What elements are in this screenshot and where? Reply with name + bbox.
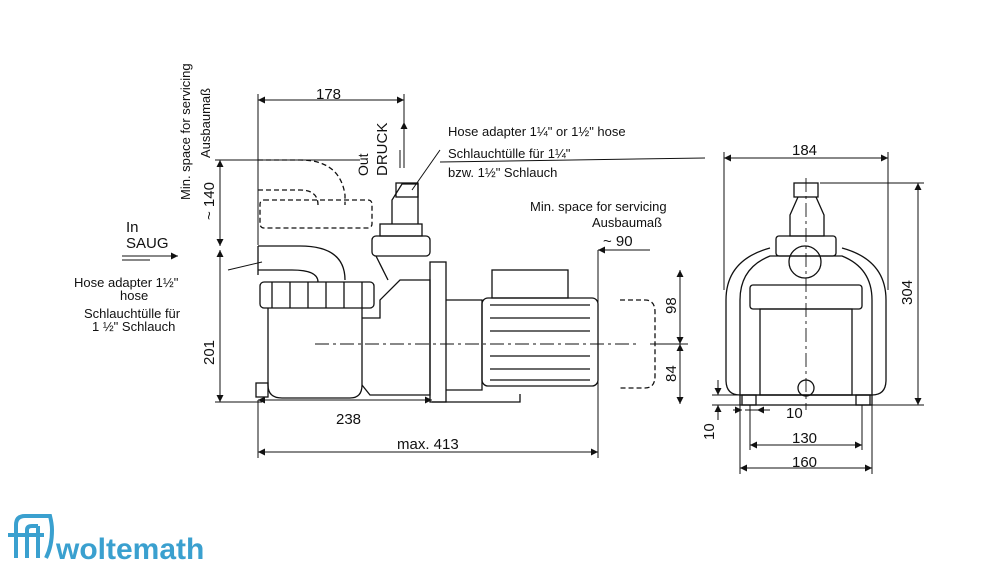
logo-icon	[8, 514, 55, 559]
dim-304: 304	[899, 280, 916, 305]
dim-10-horizontal: 10	[786, 405, 803, 422]
outlet-hose-adapter-de-2: bzw. 1½" Schlauch	[448, 165, 557, 180]
dim-98: 98	[663, 297, 680, 314]
annotations: Min. space for servicing Ausbaumaß Out D…	[74, 63, 667, 334]
service-space-right-en: Min. space for servicing	[530, 199, 667, 214]
dim-140: ~ 140	[201, 182, 218, 220]
dim-178: 178	[316, 86, 341, 103]
outlet-label-en: Out	[355, 153, 371, 176]
front-dimension-lines	[712, 152, 924, 474]
front-view	[725, 178, 887, 410]
side-view	[255, 159, 656, 403]
dim-130: 130	[792, 430, 817, 447]
service-space-vertical-en: Min. space for servicing	[178, 63, 193, 200]
dim-max-413: max. 413	[397, 436, 459, 453]
outlet-label-de: DRUCK	[374, 123, 391, 176]
inlet-hose-adapter-en-2: hose	[120, 288, 148, 303]
inlet-label-en: In	[126, 219, 139, 236]
outlet-hose-adapter-de-1: Schlauchtülle für 1¼"	[448, 146, 571, 161]
dimension-values: 178 ~ 140 201 238 max. 413 ~ 90 98 84 18…	[201, 86, 916, 471]
side-dimension-lines	[122, 94, 706, 458]
dim-10-vertical: 10	[701, 423, 718, 440]
inlet-hose-adapter-de-1: Schlauchtülle für	[84, 306, 181, 321]
inlet-hose-adapter-de-2: 1 ½" Schlauch	[92, 319, 175, 334]
dim-201: 201	[201, 340, 218, 365]
outlet-hose-adapter-en: Hose adapter 1¼" or 1½" hose	[448, 124, 626, 139]
dim-184: 184	[792, 142, 817, 159]
inlet-hose-adapter-en-1: Hose adapter 1½"	[74, 275, 179, 290]
dim-84: 84	[663, 365, 680, 382]
dim-238: 238	[336, 411, 361, 428]
service-space-vertical-de: Ausbaumaß	[198, 88, 213, 158]
woltemath-logo: woltemath	[8, 514, 204, 563]
dim-90: ~ 90	[603, 233, 633, 250]
service-space-right-de: Ausbaumaß	[592, 215, 662, 230]
inlet-label-de: SAUG	[126, 235, 169, 252]
dim-160: 160	[792, 454, 817, 471]
logo-wordmark: woltemath	[55, 533, 204, 563]
